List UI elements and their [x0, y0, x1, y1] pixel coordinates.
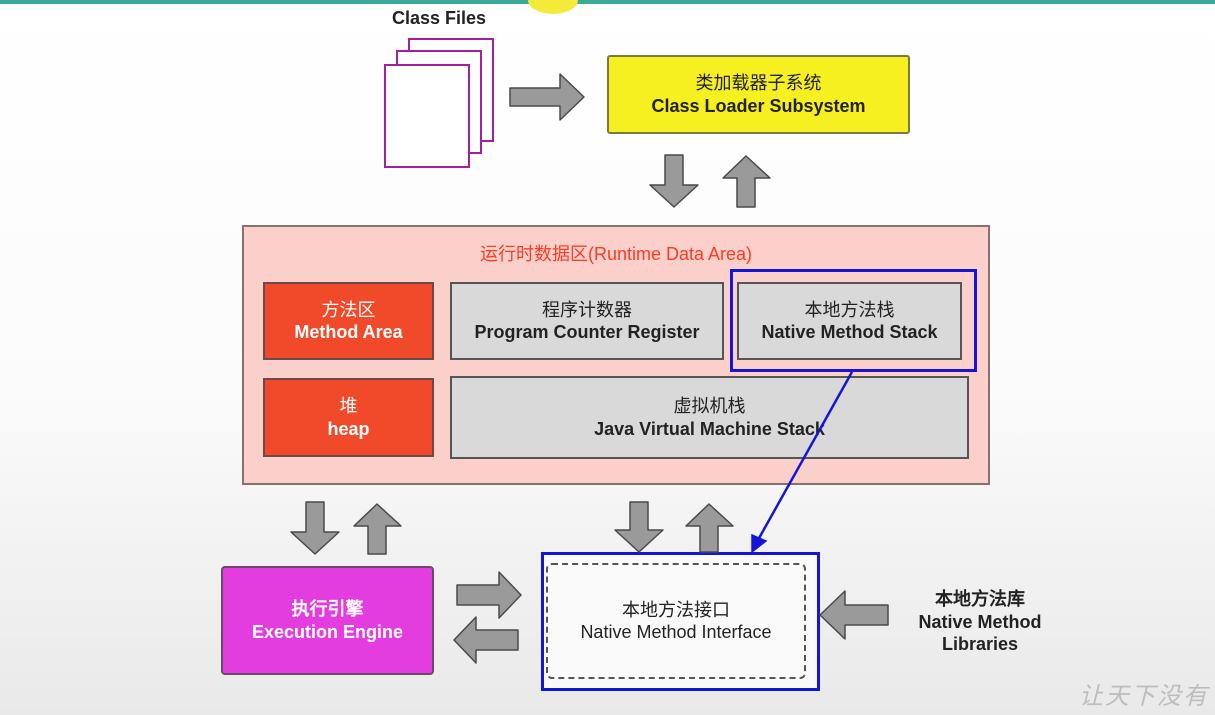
- native-libraries-en1: Native Method: [918, 611, 1042, 632]
- jvm-stack-cn: 虚拟机栈: [673, 396, 746, 416]
- arrow-down-to-interface: [614, 501, 664, 553]
- class-loader-cn: 类加载器子系统: [695, 73, 822, 93]
- execution-engine-cn: 执行引擎: [291, 599, 364, 619]
- method-area-en: Method Area: [294, 322, 403, 342]
- program-counter-register: 程序计数器 Program Counter Register: [450, 282, 724, 360]
- jvm-stack: 虚拟机栈 Java Virtual Machine Stack: [450, 376, 969, 459]
- arrow-up-from-engine: [353, 503, 402, 555]
- native-stack-highlight: [730, 269, 977, 372]
- native-libraries-en2: Libraries: [941, 634, 1019, 655]
- native-method-stack: 本地方法栈 Native Method Stack: [737, 282, 962, 360]
- arrow-down-from-loader: [649, 154, 699, 208]
- execution-engine: 执行引擎 Execution Engine: [221, 566, 434, 675]
- arrow-up-to-loader: [722, 155, 771, 208]
- blue-connector-line: [756, 371, 854, 541]
- pc-register-cn: 程序计数器: [542, 299, 632, 320]
- arrow-left-from-libraries: [819, 590, 889, 640]
- arrow-left-to-engine: [453, 616, 519, 664]
- native-stack-cn: 本地方法栈: [804, 299, 895, 320]
- arrow-up-from-interface: [685, 503, 734, 553]
- native-interface-highlight: [541, 552, 820, 691]
- arrow-down-to-engine: [290, 501, 340, 555]
- native-interface-en: Native Method Interface: [580, 622, 772, 642]
- arrow-right-to-interface: [456, 571, 522, 619]
- heap-cn: 堆: [339, 396, 358, 416]
- blue-connector-arrowhead: [751, 533, 768, 554]
- heap-en: heap: [327, 418, 370, 439]
- class-files-label: Class Files: [392, 8, 487, 28]
- native-method-interface: 本地方法接口 Native Method Interface: [546, 563, 806, 679]
- class-loader-subsystem: 类加载器子系统 Class Loader Subsystem: [607, 55, 910, 134]
- execution-engine-en: Execution Engine: [251, 621, 404, 642]
- arrow-right-to-loader: [509, 73, 585, 121]
- watermark: 让天下没有: [1079, 682, 1209, 710]
- jvm-stack-en: Java Virtual Machine Stack: [594, 418, 825, 439]
- top-border-line: [0, 0, 1215, 4]
- heap-area: 堆 heap: [263, 378, 434, 457]
- class-loader-en: Class Loader Subsystem: [651, 95, 866, 116]
- method-area: 方法区 Method Area: [263, 282, 434, 360]
- pc-register-en: Program Counter Register: [474, 322, 700, 342]
- native-method-libraries: 本地方法库 Native Method Libraries: [895, 586, 1065, 658]
- method-area-cn: 方法区: [321, 299, 376, 320]
- native-interface-cn: 本地方法接口: [622, 599, 730, 620]
- top-pointer-highlight: [528, 0, 578, 14]
- native-libraries-cn: 本地方法库: [935, 589, 1025, 610]
- native-stack-en: Native Method Stack: [761, 322, 938, 342]
- runtime-data-area-title: 运行时数据区(Runtime Data Area): [479, 244, 753, 264]
